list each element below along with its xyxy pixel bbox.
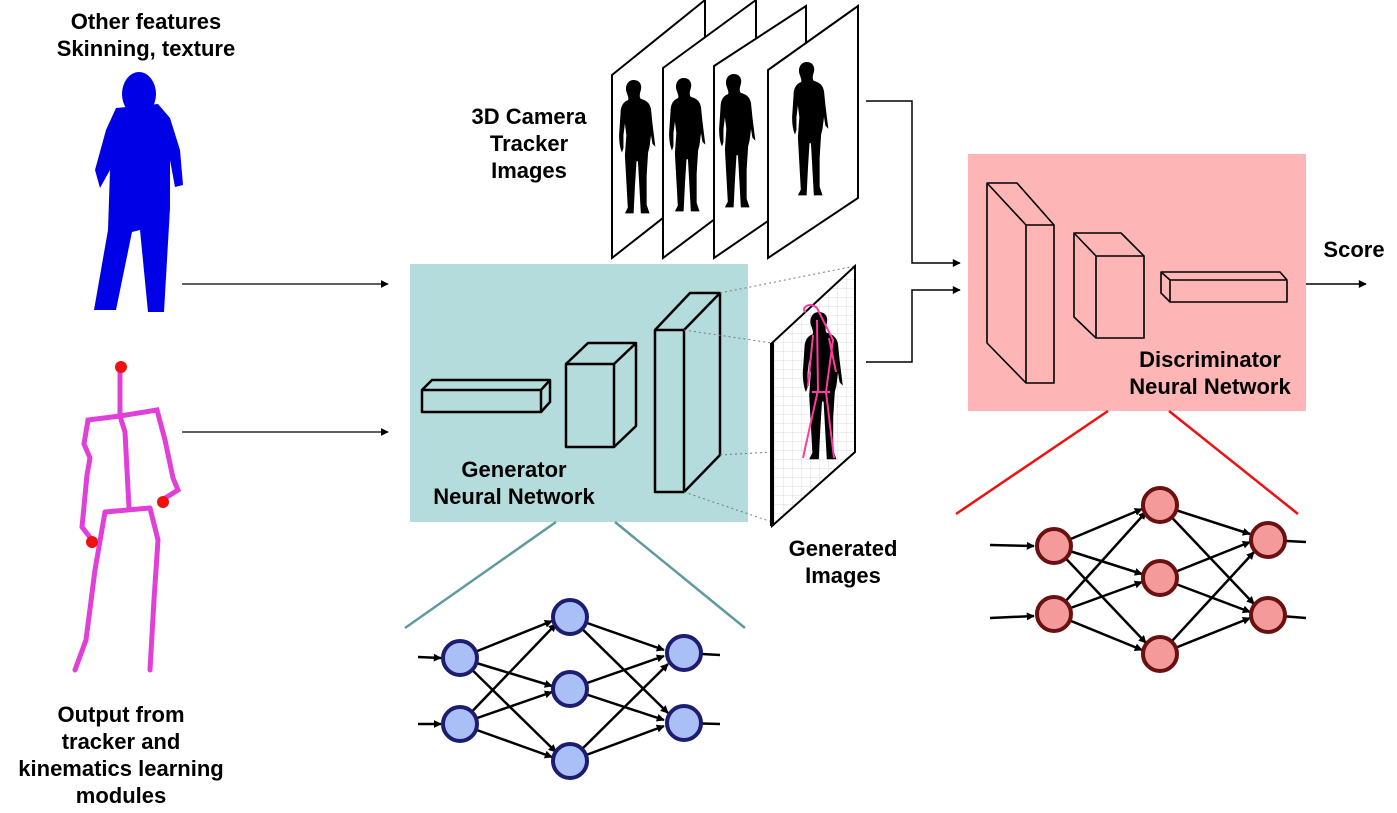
generator-zoom-lines bbox=[404, 520, 746, 630]
discriminator-network-icon bbox=[989, 486, 1307, 673]
camera-images-label: 3D Camera Tracker Images bbox=[448, 103, 610, 184]
other-features-label: Other features Skinning, texture bbox=[40, 8, 252, 62]
tracker-output-label: Output from tracker and kinematics learn… bbox=[4, 701, 238, 809]
label-line: Score bbox=[1323, 237, 1385, 262]
discriminator-inputs bbox=[866, 100, 961, 363]
score-label: Score bbox=[1312, 236, 1396, 263]
generator-label: Generator Neural Network bbox=[410, 456, 618, 510]
label-line: Discriminator bbox=[1139, 347, 1281, 372]
discriminator-label: Discriminator Neural Network bbox=[1104, 346, 1316, 400]
generated-image-card bbox=[770, 263, 856, 529]
label-line: modules bbox=[75, 783, 167, 808]
label-line: Images bbox=[805, 563, 881, 588]
label-line: Generated bbox=[788, 536, 898, 561]
label-line: kinematics learning bbox=[18, 756, 224, 781]
camera-image-stack bbox=[611, 0, 859, 261]
label-line: tracker and bbox=[61, 729, 181, 754]
discriminator-zoom-lines bbox=[955, 409, 1299, 516]
projection-lines bbox=[683, 265, 856, 523]
discriminator-box bbox=[968, 154, 1306, 411]
label-line: Generator bbox=[461, 457, 567, 482]
skeleton-joints bbox=[86, 361, 169, 548]
discriminator-layers bbox=[986, 182, 1288, 384]
camera-image-card bbox=[767, 4, 859, 260]
generator-network-icon bbox=[417, 598, 721, 780]
label-line: Other features bbox=[70, 9, 222, 34]
label-line: Images bbox=[491, 158, 567, 183]
body-silhouette-icon bbox=[94, 72, 183, 312]
label-line: Output from bbox=[57, 702, 185, 727]
label-line: Skinning, texture bbox=[56, 36, 236, 61]
input-arrows bbox=[182, 280, 389, 436]
generated-figure-icon bbox=[802, 303, 843, 460]
generator-box bbox=[410, 264, 748, 522]
label-line: 3D Camera bbox=[471, 104, 587, 129]
label-line: Neural Network bbox=[433, 484, 595, 509]
label-line: Tracker bbox=[489, 131, 569, 156]
generated-images-label: Generated Images bbox=[760, 535, 926, 589]
label-line: Neural Network bbox=[1129, 374, 1291, 399]
skeleton-icon bbox=[72, 367, 182, 673]
